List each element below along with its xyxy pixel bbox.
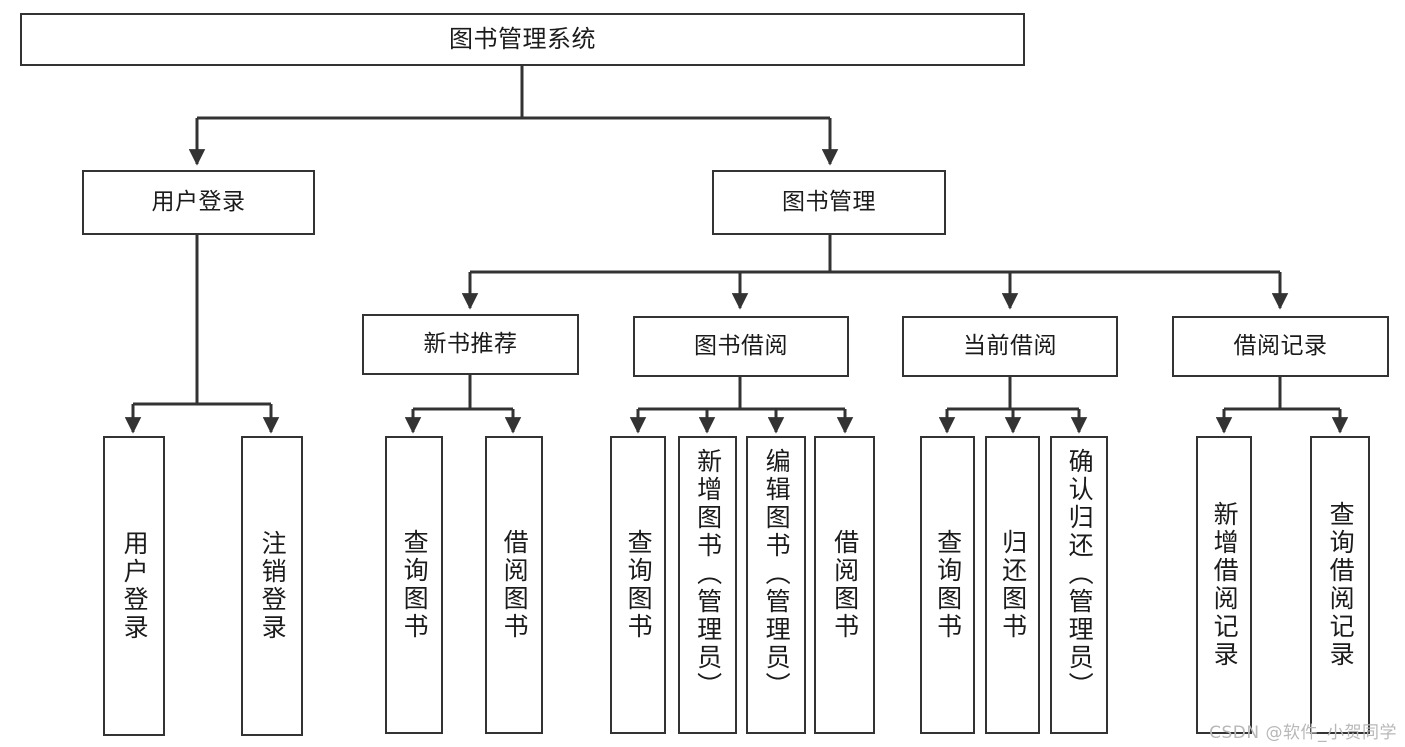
leaf-borrow-book-1[interactable]: 借阅图书 [485,436,543,734]
leaf-user-logout-label: 注销登录 [258,530,288,642]
node-borrow-record-label: 借阅记录 [1233,332,1328,359]
node-new-book-rec[interactable]: 新书推荐 [362,314,579,375]
node-book-borrow-label: 图书借阅 [694,332,788,359]
node-root[interactable]: 图书管理系统 [20,13,1025,66]
leaf-return-book-label: 归还图书 [998,529,1028,641]
node-book-manage-label: 图书管理 [782,188,876,215]
leaf-edit-book-label: 编辑图书（管理员） [762,448,792,700]
leaf-user-logout[interactable]: 注销登录 [241,436,303,736]
leaf-query-book-1[interactable]: 查询图书 [385,436,443,734]
leaf-user-login[interactable]: 用户登录 [103,436,165,736]
node-root-label: 图书管理系统 [449,25,596,54]
leaf-return-book[interactable]: 归还图书 [985,436,1040,734]
leaf-confirm-return-label: 确认归还（管理员） [1065,448,1095,700]
leaf-query-book-2-label: 查询图书 [624,529,654,641]
node-user-login[interactable]: 用户登录 [82,170,315,235]
leaf-edit-book[interactable]: 编辑图书（管理员） [746,436,806,734]
node-user-login-label: 用户登录 [151,188,246,215]
node-current-borrow[interactable]: 当前借阅 [902,316,1118,377]
leaf-query-book-1-label: 查询图书 [400,529,430,641]
node-borrow-record[interactable]: 借阅记录 [1172,316,1389,377]
leaf-query-book-3[interactable]: 查询图书 [920,436,975,734]
leaf-add-book-label: 新增图书（管理员） [693,448,723,700]
leaf-user-login-label: 用户登录 [120,530,150,642]
leaf-query-record-label: 查询借阅记录 [1326,501,1356,669]
leaf-borrow-book-2[interactable]: 借阅图书 [814,436,875,734]
leaf-add-record-label: 新增借阅记录 [1210,501,1240,669]
node-book-manage[interactable]: 图书管理 [712,170,946,235]
leaf-borrow-book-2-label: 借阅图书 [830,529,860,641]
leaf-borrow-book-1-label: 借阅图书 [500,529,530,641]
leaf-confirm-return[interactable]: 确认归还（管理员） [1050,436,1108,734]
leaf-add-book[interactable]: 新增图书（管理员） [678,436,737,734]
leaf-query-record[interactable]: 查询借阅记录 [1310,436,1370,734]
leaf-query-book-3-label: 查询图书 [933,529,963,641]
node-current-borrow-label: 当前借阅 [963,332,1057,359]
csdn-watermark: CSDN @软件_小贺同学 [1209,723,1397,743]
node-book-borrow[interactable]: 图书借阅 [633,316,849,377]
leaf-add-record[interactable]: 新增借阅记录 [1196,436,1252,734]
node-new-book-rec-label: 新书推荐 [423,330,518,357]
leaf-query-book-2[interactable]: 查询图书 [610,436,666,734]
